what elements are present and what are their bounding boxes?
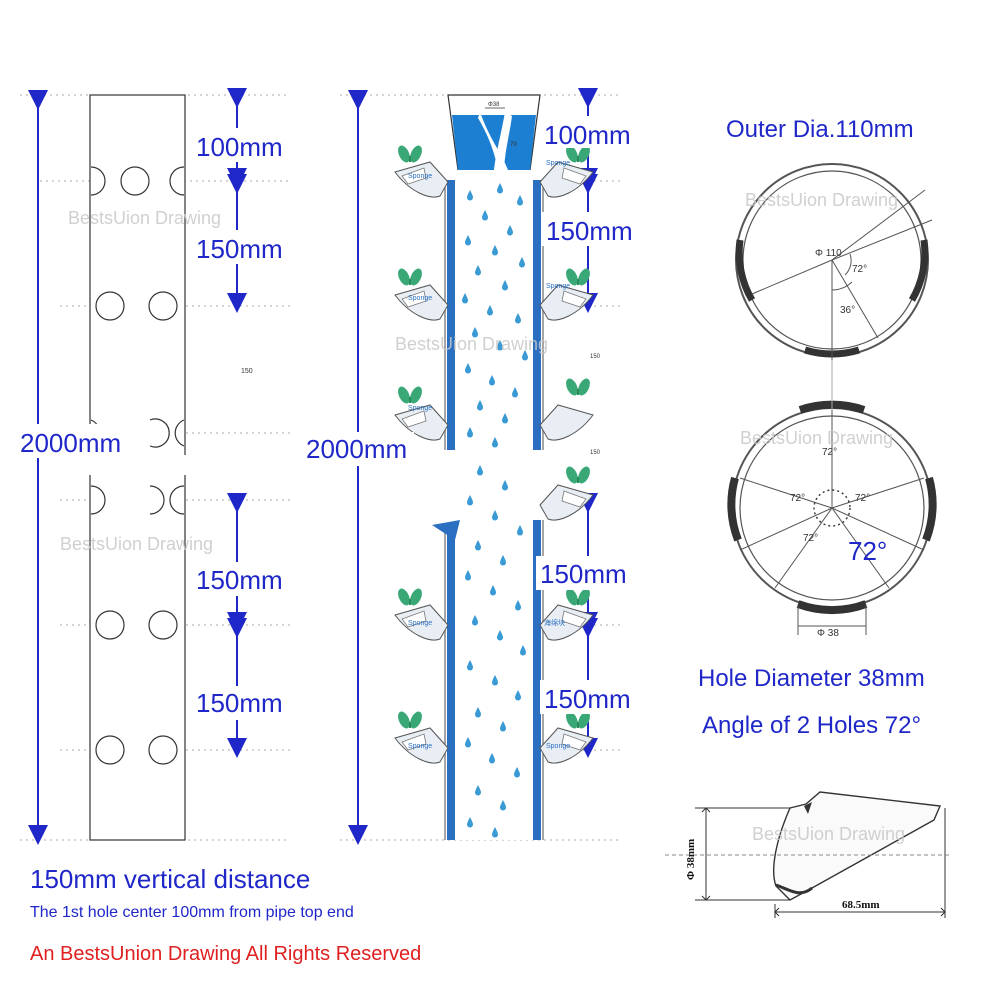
angle-36-top: 36° bbox=[840, 305, 855, 316]
cup-dim-label: Φ38 bbox=[488, 102, 500, 108]
first-hole-note: The 1st hole center 100mm from pipe top … bbox=[30, 904, 354, 921]
tower-upper-body bbox=[445, 170, 543, 450]
left-small-label: 150 bbox=[241, 368, 253, 375]
sponge-label-cn: 海绵块 bbox=[544, 618, 565, 627]
watermark-4: BestsUion Drawing bbox=[745, 190, 898, 210]
sponge-label-2: Sponge bbox=[546, 160, 570, 167]
sponge-label-7: Sponge bbox=[408, 743, 432, 750]
phi-110-label: Φ 110 bbox=[815, 248, 842, 259]
outer-dia-title: Outer Dia.110mm bbox=[726, 116, 914, 143]
cup-detail-drawing bbox=[665, 791, 950, 918]
watermark-3: BestsUion Drawing bbox=[395, 334, 548, 354]
angle-72-d: 72° bbox=[803, 533, 818, 544]
sponge-label-8: Sponge bbox=[546, 743, 570, 750]
hole-dim-label: Φ 38 bbox=[817, 628, 839, 639]
sponge-label-6: Sponge bbox=[408, 620, 432, 627]
angle-72-a: 72° bbox=[822, 447, 837, 458]
left-plant-cups bbox=[394, 142, 449, 764]
watermark-5: BestsUion Drawing bbox=[740, 428, 893, 448]
angle-72-c: 72° bbox=[855, 493, 870, 504]
left-dim-total: 2000mm bbox=[20, 428, 121, 458]
sponge-label-3: Sponge bbox=[408, 295, 432, 302]
left-pipe-drawing bbox=[20, 88, 290, 845]
watermark-2: BestsUion Drawing bbox=[60, 534, 213, 554]
sponge-label-4: Sponge bbox=[546, 283, 570, 290]
sponge-label-5: Sponge bbox=[408, 405, 432, 412]
cross-section-top bbox=[735, 163, 933, 410]
rights-note: An BestsUnion Drawing All Rights Reserve… bbox=[30, 943, 421, 965]
right-plant-cups bbox=[539, 142, 594, 764]
middle-tower-drawing: Φ38 79 bbox=[340, 88, 620, 845]
left-dim-lower-2: 150mm bbox=[196, 688, 283, 718]
cup-height-dim: Φ 38mm bbox=[685, 839, 697, 880]
middle-dim-lower-1: 150mm bbox=[540, 559, 627, 589]
cross-section-bottom bbox=[727, 395, 937, 635]
middle-small-label-2: 150 bbox=[590, 450, 601, 456]
left-pipe-holes bbox=[90, 166, 185, 765]
left-dim-lower-1: 150mm bbox=[196, 565, 283, 595]
middle-dim-total: 2000mm bbox=[306, 434, 407, 464]
watermark-1: BestsUion Drawing bbox=[68, 208, 221, 228]
big-angle-label: 72° bbox=[848, 536, 887, 566]
middle-dim-top: 100mm bbox=[544, 120, 631, 150]
cup-length-dim: 68.5mm bbox=[842, 899, 880, 911]
angle-72-top: 72° bbox=[852, 264, 867, 275]
middle-dim-second: 150mm bbox=[546, 216, 633, 246]
watermark-6: BestsUion Drawing bbox=[752, 824, 905, 844]
middle-small-label: 150 bbox=[590, 354, 601, 360]
hole-angle-spec: Angle of 2 Holes 72° bbox=[702, 712, 921, 739]
cup-height-label: 79 bbox=[510, 142, 517, 148]
watermarks: BestsUion Drawing BestsUion Drawing Best… bbox=[60, 190, 905, 844]
left-dim-top: 100mm bbox=[196, 132, 283, 162]
vertical-distance-note: 150mm vertical distance bbox=[30, 864, 310, 894]
reservoir-water bbox=[452, 115, 536, 170]
middle-dim-lower-2: 150mm bbox=[544, 684, 631, 714]
left-dim-second: 150mm bbox=[196, 234, 283, 264]
hole-diameter-spec: Hole Diameter 38mm bbox=[698, 665, 925, 692]
sponge-label-1: Sponge bbox=[408, 173, 432, 180]
angle-72-b: 72° bbox=[790, 493, 805, 504]
